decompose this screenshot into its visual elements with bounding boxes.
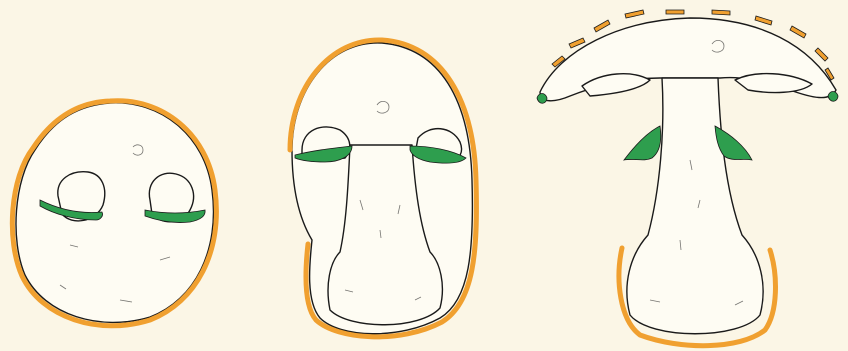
stage-3-left-annulus — [624, 126, 661, 160]
stage-3-mature — [537, 10, 838, 346]
stage-1-button — [12, 101, 216, 326]
stage-3-stem — [627, 78, 763, 334]
stage-3-right-cap-edge — [828, 92, 838, 102]
stage-2-egg — [290, 40, 476, 337]
stage-3-left-cap-edge — [537, 94, 547, 104]
